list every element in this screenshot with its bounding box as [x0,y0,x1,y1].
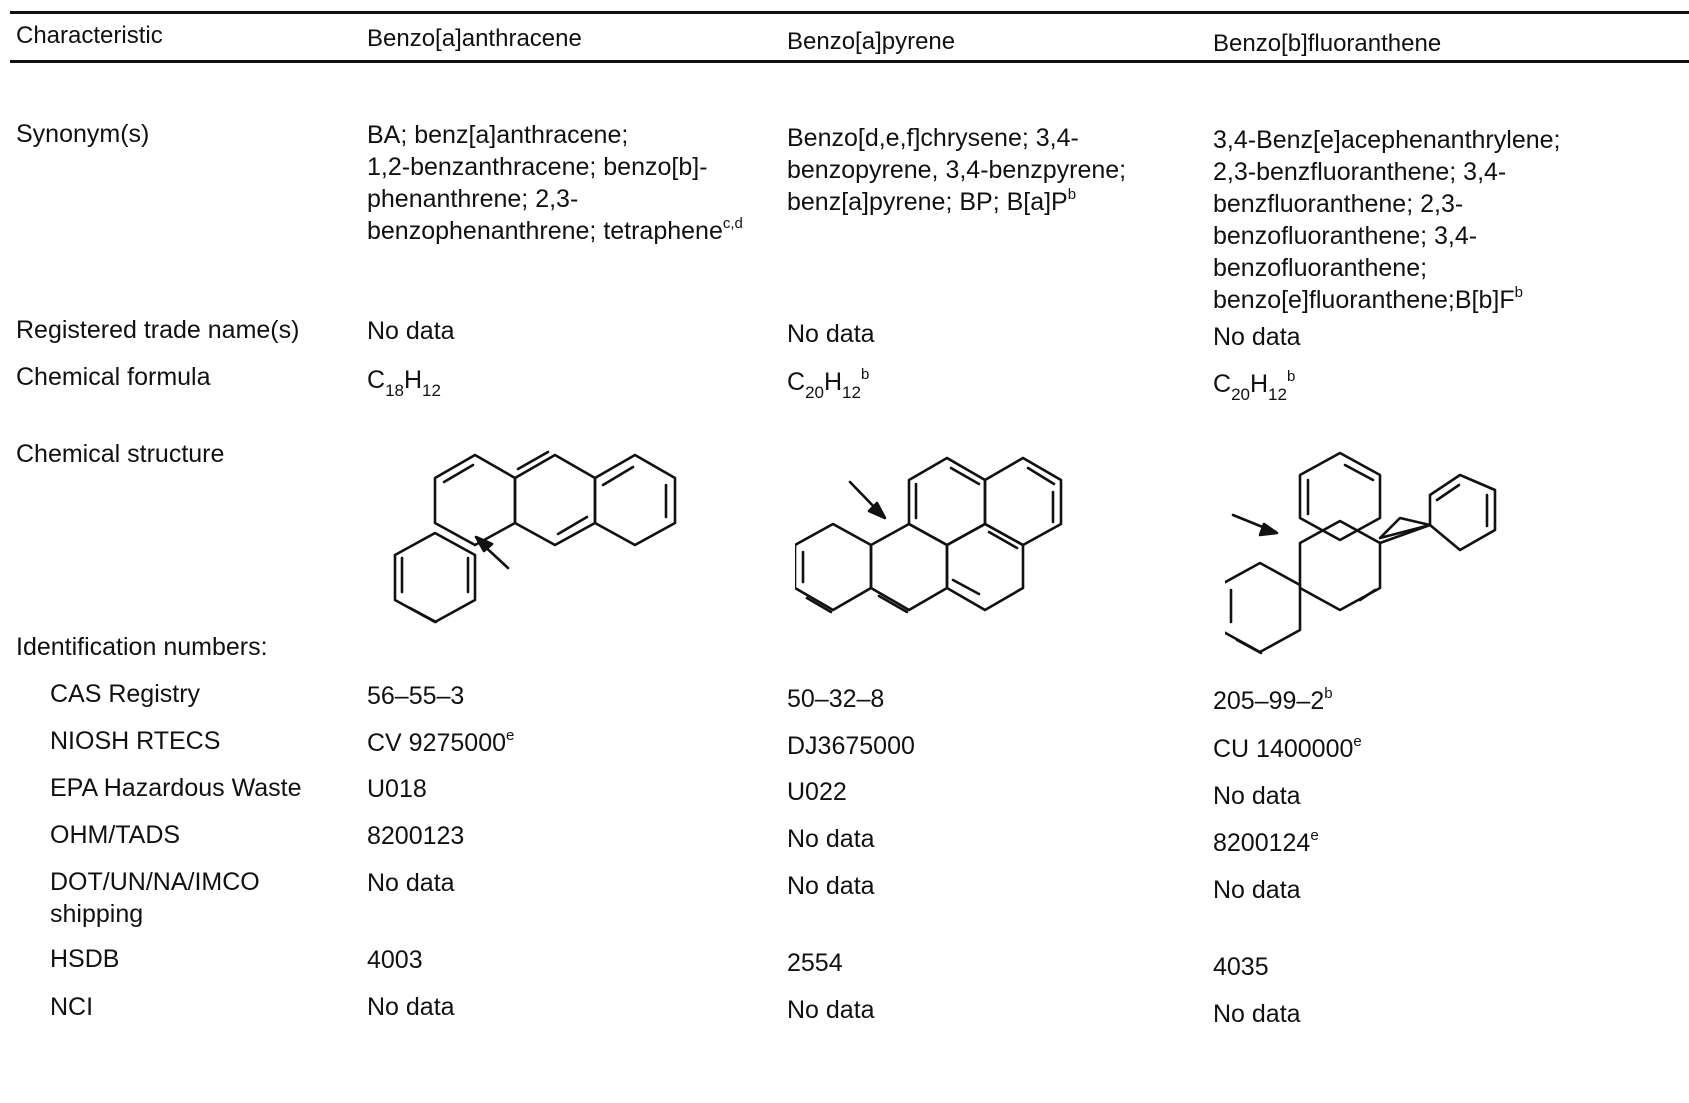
trade-names-col1: No data [367,317,455,345]
synonym-line: 1,2-benzanthracene; benzo[b]- [367,153,708,181]
hsdb-col2: 2554 [787,949,843,977]
footnote-marker: b [1067,186,1077,203]
footnote-marker: b [1286,368,1296,385]
header-bottom-rule [10,60,1689,63]
synonym-line: benzofluoranthene; 3,4- [1213,222,1478,250]
synonym-line: benzofluoranthene; [1213,254,1428,282]
ohm-col3: 8200124e [1213,827,1319,857]
row-label-dot-un-na-imco: DOT/UN/NA/IMCO shipping [50,868,260,928]
row-label-niosh-rtecs: NIOSH RTECS [50,727,221,755]
ohm-col2: No data [787,825,875,853]
dot-col3: No data [1213,876,1301,904]
footnote-marker: c,d [722,215,743,232]
formula-col2: C20H12b [787,366,870,402]
benzo-a-anthracene-structure [393,450,677,624]
epa-col2: U022 [787,778,847,806]
trade-names-col3: No data [1213,323,1301,351]
footnote-marker: e [506,727,515,744]
row-label-chemical-formula: Chemical formula [16,363,211,391]
ohm-col1: 8200123 [367,822,465,850]
dot-col1: No data [367,869,455,897]
synonym-line: benzfluoranthene; 2,3- [1213,190,1464,218]
synonym-line: 2,3-benzfluoranthene; 3,4- [1213,158,1507,186]
row-label-trade-names: Registered trade name(s) [16,316,300,344]
synonym-line: benz[a]pyrene; BP; B[a]Pb [787,186,1077,216]
row-label-hsdb: HSDB [50,945,120,973]
hsdb-col1: 4003 [367,946,423,974]
niosh-col2: DJ3675000 [787,732,915,760]
footnote-marker: b [1324,685,1333,702]
synonym-line: Benzo[d,e,f]chrysene; 3,4- [787,124,1079,152]
nci-col3: No data [1213,1000,1301,1028]
cas-col1: 56–55–3 [367,682,465,710]
row-label-identification-numbers: Identification numbers: [16,633,268,661]
row-label-synonyms: Synonym(s) [16,120,150,148]
header-benzo-a-pyrene: Benzo[a]pyrene [787,28,956,55]
synonym-line: benzo[e]fluoranthene;B[b]Fb [1213,284,1523,314]
cas-col3: 205–99–2b [1213,685,1333,715]
nci-col2: No data [787,996,875,1024]
synonym-line: benzopyrene, 3,4-benzpyrene; [787,156,1127,184]
synonym-line: benzophenanthrene; tetraphenec,d [367,215,743,245]
synonym-line: 3,4-Benz[e]acephenanthrylene; [1213,126,1561,154]
epa-col3: No data [1213,782,1301,810]
row-label-chemical-structure: Chemical structure [16,440,225,468]
synonyms-col2: Benzo[d,e,f]chrysene; 3,4- benzopyrene, … [787,122,1126,218]
header-characteristic: Characteristic [16,22,163,49]
row-label-nci: NCI [50,993,94,1021]
footnote-marker: b [860,366,870,383]
niosh-col1: CV 9275000e [367,727,515,757]
table-top-rule [10,11,1689,14]
synonyms-col3: 3,4-Benz[e]acephenanthrylene; 2,3-benzfl… [1213,124,1560,316]
row-label-epa-hazardous-waste: EPA Hazardous Waste [50,774,302,802]
nci-col1: No data [367,993,455,1021]
row-label-ohm-tads: OHM/TADS [50,821,181,849]
footnote-marker: b [1514,284,1523,301]
formula-col1: C18H12 [367,366,441,400]
dot-col2: No data [787,872,875,900]
epa-col1: U018 [367,775,427,803]
header-benzo-a-anthracene: Benzo[a]anthracene [367,25,582,52]
niosh-col3: CU 1400000e [1213,733,1362,763]
benzo-a-pyrene-structure [795,456,1063,614]
synonym-line: BA; benz[a]anthracene; [367,121,629,149]
cas-col2: 50–32–8 [787,685,885,713]
benzo-b-fluoranthene-structure [1225,451,1497,655]
footnote-marker: e [1310,827,1319,844]
footnote-marker: e [1353,733,1362,750]
formula-col3: C20H12b [1213,368,1296,404]
synonym-line: phenanthrene; 2,3- [367,185,579,213]
header-benzo-b-fluoranthene: Benzo[b]fluoranthene [1213,30,1442,57]
row-label-cas-registry: CAS Registry [50,680,201,708]
hsdb-col3: 4035 [1213,953,1269,981]
trade-names-col2: No data [787,320,875,348]
synonyms-col1: BA; benz[a]anthracene; 1,2-benzanthracen… [367,119,743,247]
